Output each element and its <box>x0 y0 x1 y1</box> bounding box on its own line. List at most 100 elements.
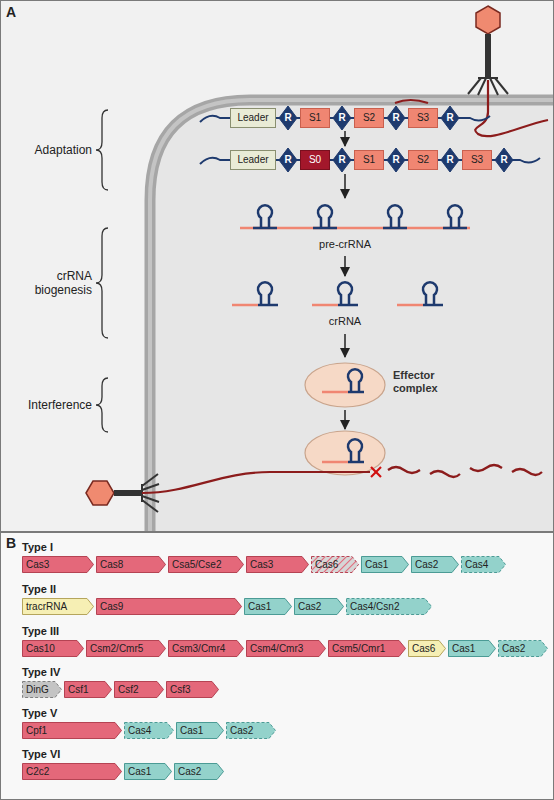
node-text: Csf3 <box>170 684 191 696</box>
type-label: Type V <box>22 707 102 720</box>
phage-tail <box>485 34 491 78</box>
gene-arrow-shape <box>175 764 224 780</box>
curly-brace <box>96 378 108 432</box>
node-text: Cas6 <box>315 559 338 571</box>
cleavage-mark <box>371 467 381 477</box>
gene-arrow: Cas1 <box>361 556 409 573</box>
effector-ellipse <box>305 363 385 407</box>
panel-letter: A <box>6 4 36 20</box>
repeat-diamond-shape <box>441 148 459 172</box>
node-text: Cas4 <box>128 725 151 737</box>
gene-arrow-shape <box>23 557 94 573</box>
phage-dna <box>475 80 548 136</box>
node-text: R <box>392 112 399 124</box>
gene-arrow: Cas2 <box>411 556 459 573</box>
gene-arrow-shape <box>312 557 359 573</box>
gene-arrow: Cas8 <box>96 556 166 573</box>
repeat-diamond-shape <box>279 148 297 172</box>
phage-tail <box>114 490 142 496</box>
phage-leg <box>142 500 158 512</box>
gene-arrow-shape <box>97 599 242 615</box>
spacer-box: S3 <box>408 108 438 128</box>
node-text: Cas9 <box>100 601 123 613</box>
rna-hairpin <box>318 205 332 228</box>
gene-arrow-shape <box>499 641 548 657</box>
gene-arrow-shape <box>23 723 122 739</box>
rna-hairpin <box>258 282 272 305</box>
node-text: Csm4/Cmr3 <box>250 643 303 655</box>
gene-arrow-shape <box>23 682 62 698</box>
cell-wall <box>150 100 553 531</box>
node-text: Leader <box>237 154 268 166</box>
rna-hairpin <box>348 369 362 392</box>
type-label: Type VI <box>22 748 102 761</box>
gene-arrow: Cas1 <box>176 722 224 739</box>
repeat-strand <box>313 227 337 230</box>
rna-strand <box>312 304 338 307</box>
gene-arrow: Csa5/Cse2 <box>168 556 244 573</box>
gene-arrow: Cas2 <box>174 763 224 780</box>
node-text: R <box>500 154 507 166</box>
gene-arrow-shape <box>362 557 409 573</box>
gene-arrow-shape <box>169 641 244 657</box>
node-text: Cas4 <box>465 559 488 571</box>
gene-arrow-shape <box>347 599 432 615</box>
rna-hairpin <box>348 439 362 462</box>
leader-box: Leader <box>230 108 276 128</box>
repeat-diamond: R <box>441 148 459 172</box>
protospacer-fragment <box>395 100 428 103</box>
node-text: Cas2 <box>502 643 525 655</box>
gene-arrow-shape <box>65 682 112 698</box>
effector-complex: Effector complex <box>305 363 385 407</box>
gene-arrow: Cas3 <box>246 556 309 573</box>
dna-fragment <box>512 469 542 475</box>
spacer-box: S1 <box>300 108 330 128</box>
node-text: Cas3 <box>250 559 273 571</box>
gene-arrow: Cas6 <box>408 640 446 657</box>
gene-arrow-shape <box>115 682 164 698</box>
gene-arrow: Cas1 <box>124 763 172 780</box>
node-text: Csa5/Cse2 <box>172 559 221 571</box>
step-arrow <box>344 334 346 357</box>
node-text: Cas10 <box>26 643 55 655</box>
node-text: Csm5/Cmr1 <box>332 643 385 655</box>
node-text: S1 <box>363 154 375 166</box>
node-text: Csf1 <box>68 684 89 696</box>
phage-leg <box>142 496 159 502</box>
panel-frame <box>1 1 554 532</box>
phage-dna <box>142 472 370 493</box>
leader-box: Leader <box>230 150 276 170</box>
node-text: S2 <box>417 154 429 166</box>
repeat-diamond: R <box>333 148 351 172</box>
gene-arrow: Csf2 <box>114 681 164 698</box>
repeat-strand <box>348 391 364 394</box>
node-text: Cas2 <box>230 725 253 737</box>
repeat-diamond-shape <box>387 148 405 172</box>
curly-brace <box>96 228 108 338</box>
phage-head <box>86 481 114 505</box>
spacer-box: S2 <box>408 150 438 170</box>
cell-interior <box>150 100 553 531</box>
node-text: Cas4/Csn2 <box>350 601 399 613</box>
gene-arrow: Cas4 <box>124 722 174 739</box>
repeat-diamond-shape <box>333 148 351 172</box>
rna-strand <box>322 391 348 394</box>
gene-arrow: Cas4/Csn2 <box>346 598 432 615</box>
gene-arrow-shape <box>295 599 344 615</box>
gene-arrow-shape <box>23 764 122 780</box>
spacer-box: S2 <box>354 108 384 128</box>
node-text: Cas3 <box>26 559 49 571</box>
repeat-diamond: R <box>279 106 297 130</box>
cell-wall-core <box>150 100 553 531</box>
step-label: crRNA <box>305 315 385 328</box>
node-text: Cas1 <box>365 559 388 571</box>
node-text: Cpf1 <box>26 725 47 737</box>
cleavage-mark <box>371 467 381 477</box>
step-label: Adaptation <box>4 143 92 157</box>
phage-head <box>476 6 500 34</box>
repeat-diamond-shape <box>333 106 351 130</box>
node-text: R <box>338 112 345 124</box>
gene-arrow: Csm3/Cmr4 <box>168 640 244 657</box>
node-text: Cas2 <box>415 559 438 571</box>
node-text: R <box>338 154 345 166</box>
